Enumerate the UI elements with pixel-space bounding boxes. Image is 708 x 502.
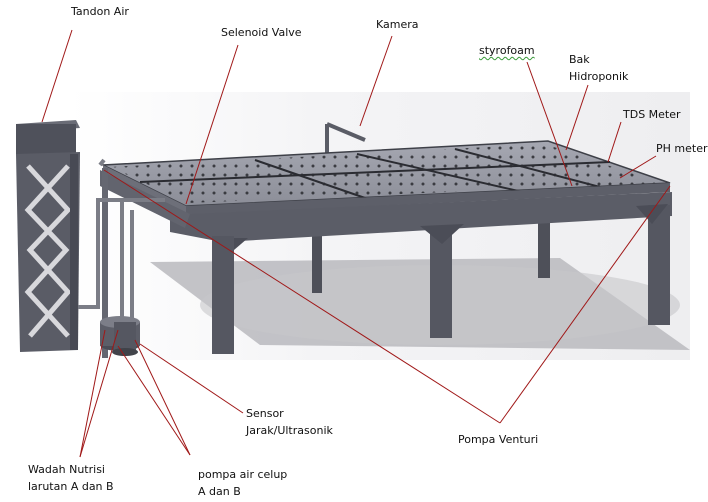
camera-arm <box>325 122 366 156</box>
label-pompa-venturi: Pompa Venturi <box>458 433 539 446</box>
front-beam <box>170 192 672 242</box>
front-legs <box>102 168 670 358</box>
label-bak-hidroponik: Bak Hidroponik <box>569 53 629 83</box>
leg-braces <box>234 204 668 250</box>
label-tandon-air: Tandon Air <box>71 5 129 18</box>
label-selenoid-valve: Selenoid Valve <box>221 26 302 39</box>
water-tower <box>16 120 80 352</box>
label-ph-meter: PH meter <box>656 142 708 155</box>
nutrient-containers <box>100 316 140 356</box>
label-sensor-ultrasonik: Sensor Jarak/Ultrasonik <box>246 407 333 437</box>
pipes <box>78 158 165 330</box>
label-wadah-nutrisi: Wadah Nutrisi larutan A dan B <box>28 463 114 493</box>
label-styrofoam-text: styrofoam <box>479 44 535 57</box>
label-styrofoam: styrofoam <box>479 44 535 58</box>
back-legs <box>312 210 550 293</box>
label-pompa-air-celup: pompa air celup A dan B <box>198 468 288 498</box>
leader-lines <box>41 29 671 458</box>
label-tds-meter: TDS Meter <box>623 108 681 121</box>
panel-dividers <box>139 148 611 200</box>
styrofoam-holes <box>110 144 660 203</box>
table-side-edge <box>186 183 670 215</box>
table-front-edge <box>103 165 186 214</box>
label-kamera: Kamera <box>376 18 419 31</box>
